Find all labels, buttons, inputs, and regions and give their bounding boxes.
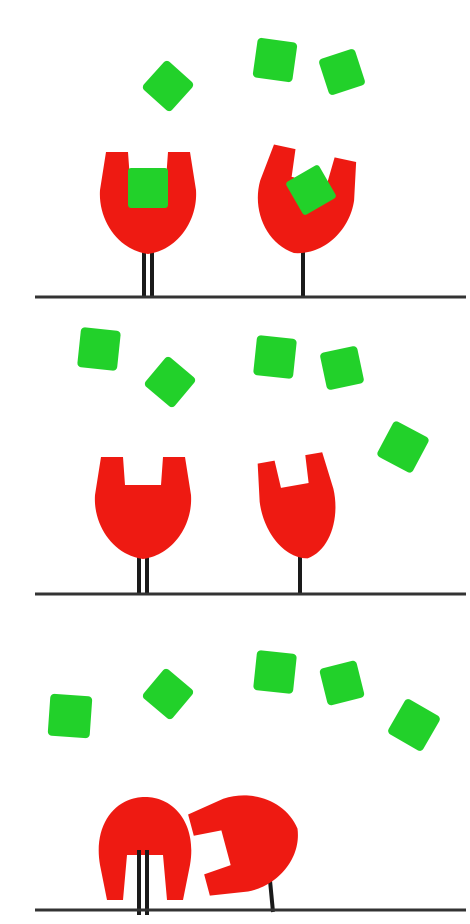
receptor-bound-upright — [100, 152, 196, 298]
panel-3 — [35, 650, 466, 915]
ligand — [77, 327, 121, 371]
receptor-empty-tilted — [253, 451, 345, 595]
ligand — [387, 698, 442, 753]
ligand-bound — [128, 168, 168, 208]
ligand — [252, 37, 297, 82]
receptor-rotated — [187, 782, 310, 912]
ligand — [253, 650, 297, 694]
ligand — [318, 48, 366, 96]
ligand — [319, 345, 364, 390]
panel-2 — [35, 327, 466, 595]
ligand — [141, 667, 195, 721]
ligand — [143, 355, 197, 409]
panel-1 — [35, 37, 466, 298]
ligand — [319, 660, 365, 706]
ligand — [48, 694, 93, 739]
receptor-empty-upright — [95, 457, 191, 595]
ligand — [376, 420, 430, 474]
ligand — [253, 335, 297, 379]
ligand — [141, 59, 195, 113]
receptor-closed — [99, 797, 192, 915]
receptor-bound-tilted — [247, 143, 362, 298]
